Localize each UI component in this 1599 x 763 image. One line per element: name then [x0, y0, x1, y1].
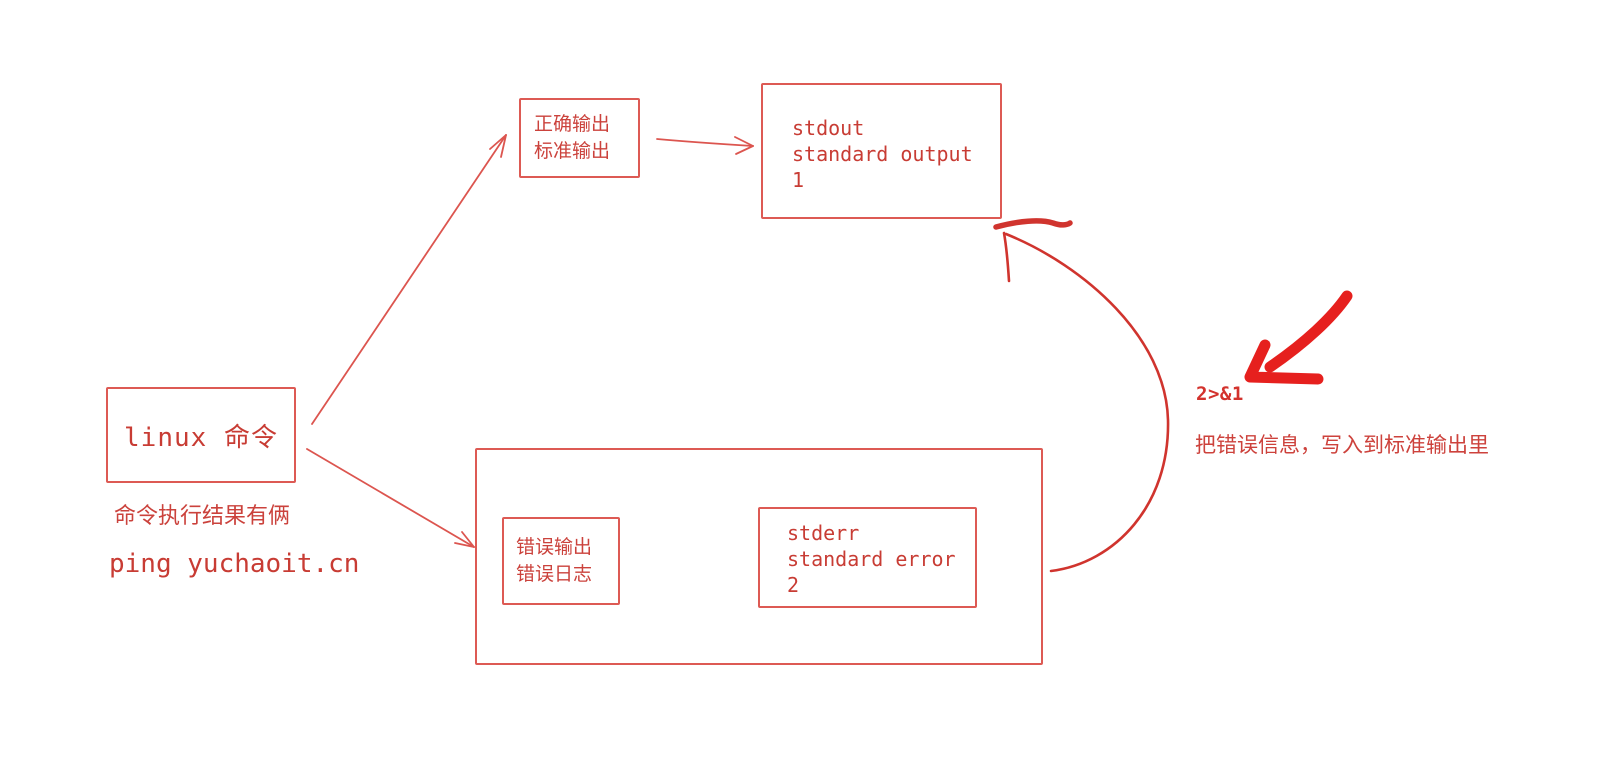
marker-arrow-icon	[1244, 290, 1353, 385]
arrow-stdout-source-to-target	[656, 136, 754, 155]
stdout-line3: 1	[792, 168, 805, 192]
arrow-linux-to-stdout-source	[311, 134, 507, 425]
stderr-line3: 2	[787, 573, 800, 597]
stdout-source-box: 正确输出 标准输出	[519, 98, 640, 178]
stderr-line2: standard error	[787, 547, 956, 571]
arrow-linux-to-stderr-group	[306, 448, 475, 548]
stderr-source-line2: 错误日志	[516, 563, 593, 585]
example-command-caption: ping yuchaoit.cn	[109, 549, 360, 579]
stderr-source-box: 错误输出 错误日志	[502, 517, 620, 605]
stdout-source-line1: 正确输出	[534, 113, 611, 135]
stdout-line1: stdout	[792, 116, 865, 140]
stderr-line1: stderr	[787, 521, 860, 545]
stdout-underline-stroke	[993, 218, 1073, 230]
linux-command-box: linux 命令	[106, 387, 296, 483]
stdout-source-line2: 标准输出	[534, 140, 611, 162]
stderr-source-line1: 错误输出	[516, 536, 593, 558]
stderr-box: stderr standard error 2	[758, 507, 977, 608]
linux-command-label: linux 命令	[124, 422, 278, 453]
stdout-line2: standard output	[792, 142, 973, 166]
redirect-note-label: 把错误信息，写入到标准输出里	[1195, 433, 1489, 457]
stdout-box: stdout standard output 1	[761, 83, 1002, 219]
redirect-operator-label: 2>&1	[1196, 383, 1244, 405]
result-count-caption: 命令执行结果有俩	[114, 504, 291, 529]
